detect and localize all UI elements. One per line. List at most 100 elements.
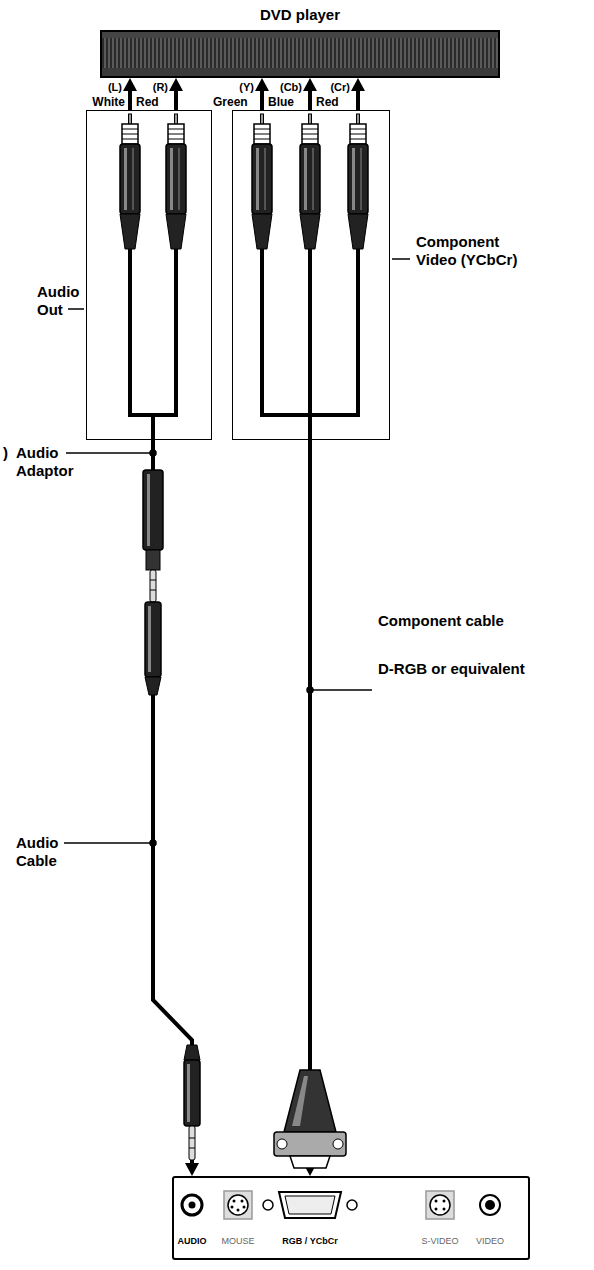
drawing-part: [143, 470, 163, 550]
connector-layer: [123, 78, 365, 1176]
connector-line: [174, 89, 178, 110]
drawing-part: [435, 1208, 438, 1211]
drawing-part: [241, 1200, 244, 1203]
drawing-part: [145, 602, 161, 677]
arrow-head: [185, 1163, 199, 1176]
part-label: D-RGB or equivalent: [378, 660, 578, 678]
connector-line: [260, 89, 264, 110]
rca-plug: [300, 114, 320, 249]
cable: [303, 440, 317, 1176]
drawing-part: [392, 258, 410, 260]
arrow-head: [303, 78, 317, 91]
signal-label: (L): [82, 81, 122, 94]
part-label: Audio Cable: [16, 834, 78, 870]
component-video-box: Component Video (YCbCr): [232, 110, 390, 440]
connector-line: [308, 89, 312, 110]
drawing-part: [231, 1206, 234, 1209]
projector-panel: AUDIOMOUSERGB / YCbCrS-VIDEOVIDEO: [172, 1176, 530, 1260]
signal-label: (Y): [214, 81, 254, 94]
audio-wire: [130, 249, 176, 441]
arrow-head: [351, 78, 365, 91]
rca-plug: [252, 114, 272, 249]
drawing-part: [184, 1045, 200, 1060]
drawing-part: [233, 1200, 236, 1203]
component-wire: [262, 249, 358, 441]
part-label: Component cable: [378, 612, 578, 630]
part-label: Audio Adaptor: [16, 444, 78, 480]
leader-line: [64, 259, 410, 846]
rca-plug: [348, 114, 368, 249]
port-label: AUDIO: [152, 1236, 232, 1247]
color-label: Red: [136, 95, 176, 109]
panel-ports: [182, 1191, 500, 1219]
drawing-part: [189, 1126, 195, 1160]
drawing-part: [150, 840, 156, 846]
drawing-part: [426, 1191, 454, 1219]
drawing-part: [430, 1195, 450, 1215]
drawing-part: [146, 550, 160, 570]
signal-arrow: [123, 78, 183, 110]
drawing-part: [150, 590, 156, 591]
group-label: Audio Out: [37, 283, 87, 319]
drawing-part: [443, 1208, 446, 1211]
drawing-part: [150, 450, 156, 456]
arrow-head: [123, 78, 137, 91]
drawing-part: [64, 842, 150, 844]
drawing-part: [485, 1200, 495, 1210]
rca-plug: [120, 114, 140, 249]
drawing-part: [68, 308, 84, 310]
connector-line: [128, 89, 132, 110]
drawing-part: [228, 1195, 248, 1215]
color-label: White: [80, 95, 125, 109]
callout-fragment: ): [3, 444, 13, 462]
drawing-part: [150, 580, 156, 581]
drawing-part: [224, 1191, 252, 1219]
drawing-part: [150, 570, 156, 602]
drawing-part: [147, 474, 150, 546]
drawing-part: [277, 1139, 287, 1149]
drawing-part: [145, 677, 161, 695]
signal-label: (Cb): [262, 81, 302, 94]
drawing-part: [189, 1202, 196, 1209]
arrow-head: [255, 78, 269, 91]
drawing-part: [182, 1195, 202, 1215]
drawing-part: [263, 1200, 273, 1210]
drawing-part: [292, 1076, 308, 1126]
audio-adaptor: [143, 470, 163, 695]
drawing-part: [435, 1200, 438, 1203]
port-label: MOUSE: [198, 1236, 278, 1247]
port-label: RGB / YCbCr: [270, 1236, 350, 1247]
connector-line: [308, 440, 312, 1165]
rca-plug: [166, 114, 186, 249]
drawing-part: [347, 1200, 357, 1210]
drawing-part: [184, 1060, 200, 1126]
drawing-part: [290, 1156, 330, 1168]
signal-label: (R): [128, 81, 168, 94]
audio-plug: [184, 1045, 200, 1160]
drawing-part: [333, 1139, 343, 1149]
drawing-part: [443, 1200, 446, 1203]
drawing-part: [237, 1209, 240, 1212]
drawing-part: [313, 689, 372, 691]
vga-plug: [274, 1070, 346, 1168]
dvd-player: DVD player: [100, 30, 500, 78]
drawing-part: [285, 1196, 335, 1214]
drawing-part: [148, 606, 151, 672]
audio-out-box: Audio Out: [86, 110, 212, 440]
signal-arrow: [255, 78, 365, 110]
drawing-part: [189, 1148, 195, 1149]
port-label: S-VIDEO: [400, 1236, 480, 1247]
device-title: DVD player: [102, 6, 498, 24]
drawing-part: [189, 1138, 195, 1139]
drawing-part: [187, 1064, 190, 1122]
color-label: Green: [213, 95, 258, 109]
connector-line: [356, 89, 360, 110]
drawing-part: [66, 452, 150, 454]
port-label: VIDEO: [450, 1236, 530, 1247]
signal-label: (Cr): [310, 81, 350, 94]
drawing-part: [279, 1192, 341, 1218]
drawing-part: [274, 1132, 346, 1156]
drawing-part: [243, 1206, 246, 1209]
group-label: Component Video (YCbCr): [416, 233, 541, 269]
